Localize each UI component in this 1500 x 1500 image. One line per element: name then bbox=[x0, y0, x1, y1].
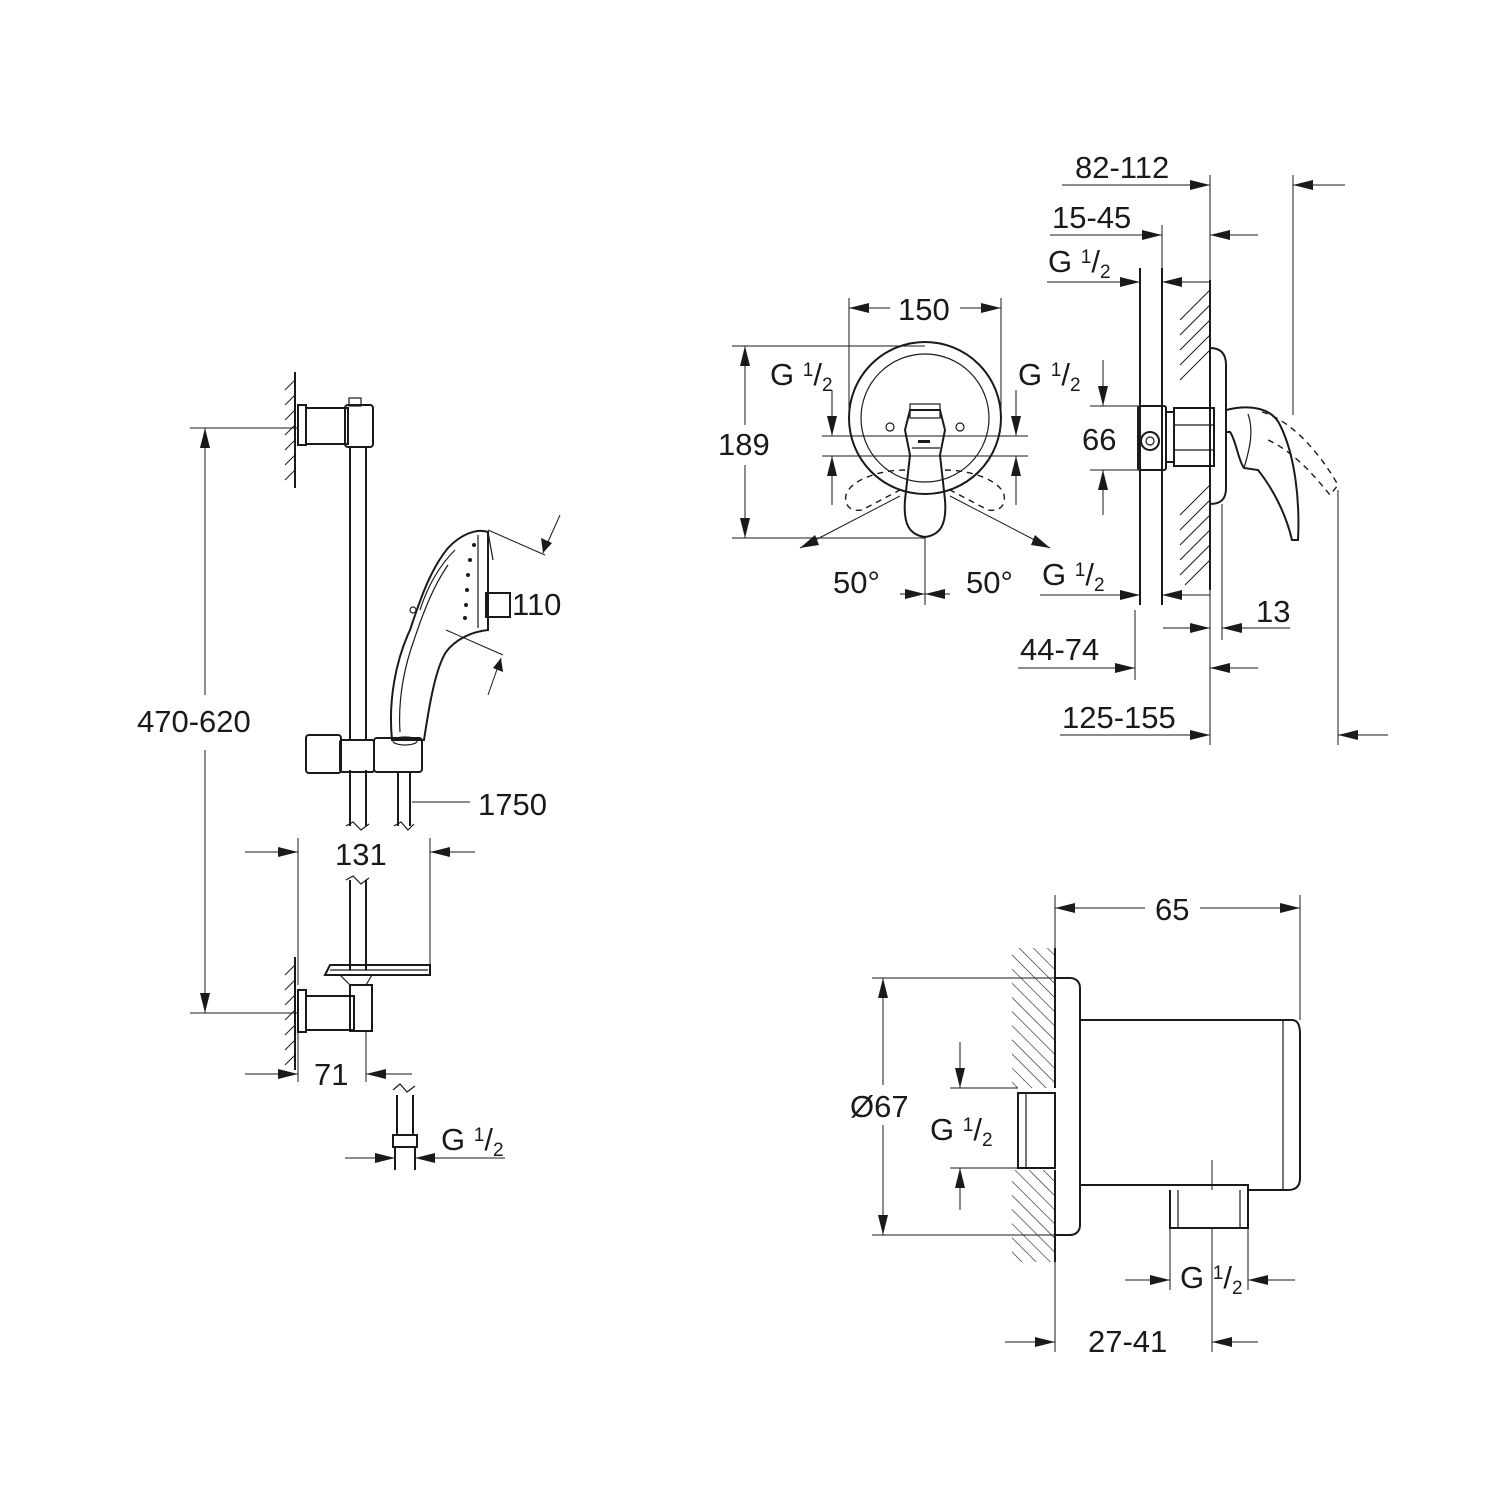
wall-hatch-top bbox=[284, 379, 296, 481]
handshower-size-label: 110 bbox=[512, 587, 561, 622]
outlet-diameter-label: Ø67 bbox=[850, 1089, 909, 1124]
hose-connector-detail bbox=[392, 1083, 418, 1170]
mixer-lever-side bbox=[1225, 406, 1300, 541]
body-height-label: 66 bbox=[1082, 422, 1116, 457]
rail-height-label: 470-620 bbox=[137, 704, 251, 739]
wall-hatch-bottom bbox=[284, 964, 296, 1066]
rosette-offset-label: 13 bbox=[1256, 594, 1290, 629]
inlet-side-label: G 1/2 bbox=[1048, 244, 1111, 283]
outlet-install-depth-label: 27-41 bbox=[1088, 1324, 1167, 1359]
hose-connection-label: G 1/2 bbox=[441, 1122, 504, 1161]
mixer-side-view: 82-112 15-45 G 1/2 66 G 1/2 13 bbox=[1018, 150, 1388, 745]
total-depth-label: 125-155 bbox=[1062, 700, 1176, 735]
wall-outlet-view: 65 Ø67 G 1/2 G 1/2 27-41 bbox=[850, 892, 1301, 1359]
angle-left-label: 50° bbox=[833, 565, 880, 600]
square-shape-icon bbox=[485, 592, 511, 618]
hose-length-label: 1750 bbox=[478, 787, 547, 822]
wall-thread-label: G 1/2 bbox=[930, 1112, 993, 1151]
rosette-diameter-label: 150 bbox=[898, 292, 950, 327]
wall-distance-label: 71 bbox=[314, 1057, 348, 1092]
inlet-left-label: G 1/2 bbox=[770, 357, 833, 396]
inlet-right-label: G 1/2 bbox=[1018, 357, 1081, 396]
mixer-lever bbox=[903, 409, 947, 539]
outlet-projection-label: 65 bbox=[1155, 892, 1189, 927]
handshower bbox=[389, 529, 494, 746]
wall-hatch-outlet-top bbox=[1012, 948, 1054, 1088]
wall-hatch-mixer bbox=[1179, 289, 1211, 586]
adjust-range-label: 15-45 bbox=[1052, 200, 1131, 235]
wall-hatch-outlet-bottom bbox=[1012, 1170, 1054, 1262]
projection-131-label: 131 bbox=[335, 837, 387, 872]
outlet-front-label: G 1/2 bbox=[1042, 557, 1105, 596]
shower-rail-view: 110 470-620 1750 bbox=[137, 372, 561, 1170]
rosette-height-label: 189 bbox=[718, 427, 770, 462]
outlet-thread-label: G 1/2 bbox=[1180, 1260, 1243, 1299]
depth-range-label: 82-112 bbox=[1075, 150, 1169, 185]
install-depth-label: 44-74 bbox=[1020, 632, 1099, 667]
mixer-front-view: G 1/2 G 1/2 150 189 50° 50° bbox=[718, 292, 1081, 605]
spray-nozzles bbox=[463, 543, 476, 620]
angle-right-label: 50° bbox=[966, 565, 1013, 600]
